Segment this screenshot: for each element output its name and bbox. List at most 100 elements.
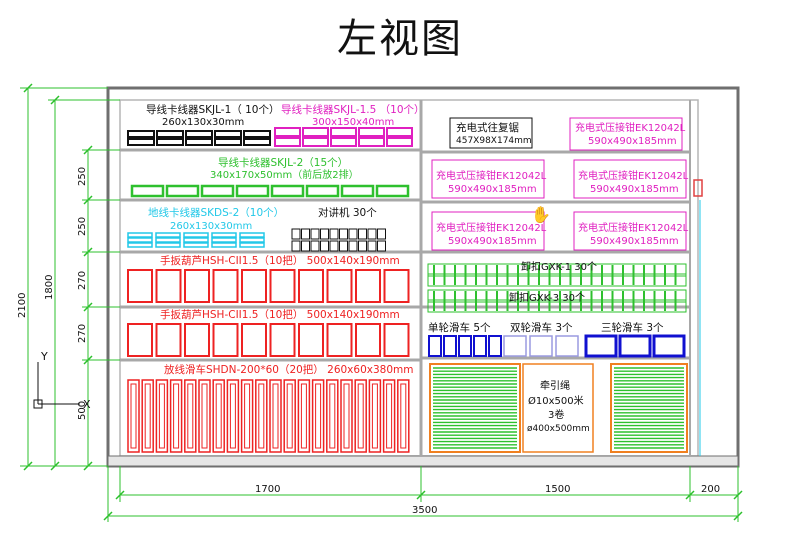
skjl1-size: 260x130x30mm — [162, 117, 244, 128]
stringing-block-inner — [286, 383, 293, 449]
skds2-item — [155, 232, 181, 238]
dimension-lines — [20, 87, 739, 522]
hoist1-item — [383, 269, 410, 303]
hoist2-item — [326, 323, 353, 357]
skjl1-item — [185, 138, 213, 146]
hoist2-item — [383, 323, 410, 357]
axis-y-label: Y — [40, 350, 48, 363]
single-pulley-item — [473, 335, 487, 357]
stringing-block-inner — [201, 383, 208, 449]
skjl2-item — [235, 184, 270, 198]
skjl2-item — [375, 184, 410, 198]
skjl15-items — [274, 127, 413, 147]
stringing-block-inner — [229, 383, 236, 449]
svg-text:充电式压接钳EK12042L: 充电式压接钳EK12042L — [436, 221, 547, 234]
skjl1-item — [156, 130, 184, 138]
stringing-block-item — [127, 379, 140, 453]
skds2-item — [239, 242, 265, 248]
skds2-item — [183, 232, 209, 238]
hoist2-label: 手扳葫芦HSH-CII1.5（10把） 500x140x190mm — [160, 308, 400, 321]
skjl15-item — [330, 137, 357, 147]
svg-text:充电式压接钳EK12042L: 充电式压接钳EK12042L — [436, 169, 547, 182]
hoist1-item — [155, 269, 182, 303]
stringing-block-item — [283, 379, 296, 453]
double-pulley-item — [555, 335, 579, 357]
rope-drum — [429, 363, 521, 453]
stringing-block-inner — [329, 383, 336, 449]
skds2-item — [239, 237, 265, 243]
svg-text:充电式压接钳EK12042L: 充电式压接钳EK12042L — [578, 169, 689, 182]
hand-cursor-icon: ✋ — [531, 205, 551, 224]
svg-text:3500: 3500 — [412, 505, 437, 516]
stringing-block-inner — [343, 383, 350, 449]
saw-box — [449, 117, 533, 149]
svg-text:270: 270 — [77, 271, 88, 290]
radio-item — [367, 240, 377, 252]
stringing-block-item — [340, 379, 353, 453]
rope-dim: ø400x500mm — [527, 424, 590, 434]
stringing-block-inner — [386, 383, 393, 449]
single-pulley-item — [488, 335, 502, 357]
skjl2-items — [130, 184, 410, 198]
svg-text:590x490x185mm: 590x490x185mm — [448, 184, 537, 195]
svg-text:590x490x185mm: 590x490x185mm — [590, 184, 679, 195]
stringing-block-item — [212, 379, 225, 453]
shackle-row — [427, 273, 687, 287]
hoist2-item — [269, 323, 296, 357]
radio-item — [310, 228, 320, 240]
svg-text:590x490x185mm: 590x490x185mm — [590, 236, 679, 247]
hoist2-item — [127, 323, 153, 357]
triple-pulley-item — [618, 334, 652, 358]
skds2-label: 地线卡线器SKDS-2（10个） — [148, 206, 284, 219]
stringing-block-inner — [244, 383, 251, 449]
stringing-block-item — [382, 379, 396, 453]
radio-item — [348, 240, 358, 252]
radio-item — [377, 228, 386, 240]
skjl2-item — [165, 184, 200, 198]
hoist1-item — [355, 269, 381, 303]
crimper-box-4: 充电式压接钳EK12042L 590x490x185mm — [431, 211, 547, 251]
skjl1-item — [156, 138, 184, 146]
stringing-block-inner — [258, 383, 265, 449]
saw-size: 457X98X174mm — [456, 136, 532, 146]
hoist2-item — [241, 323, 267, 357]
stringing-block-inner — [158, 383, 165, 449]
double-pulley-item — [503, 335, 527, 357]
stringing-block-item — [155, 379, 169, 453]
stringing-block-item — [269, 379, 282, 453]
hoist1-item — [127, 269, 153, 303]
svg-text:590x490x185mm: 590x490x185mm — [448, 236, 537, 247]
hoist1-item — [184, 269, 210, 303]
hoist1-items — [127, 269, 410, 303]
skds2-item — [183, 237, 209, 243]
svg-text:500: 500 — [77, 401, 88, 420]
skjl1-item — [185, 130, 213, 138]
stringing-block-item — [240, 379, 254, 453]
double-pulley-label: 双轮滑车 3个 — [510, 321, 573, 334]
svg-text:270: 270 — [77, 324, 88, 343]
svg-text:250: 250 — [77, 217, 88, 236]
pulley-items — [428, 334, 686, 358]
skjl2-label: 导线卡线器SKJL-2（15个） — [218, 156, 348, 169]
skjl1-item — [214, 138, 242, 146]
rope-drum — [610, 363, 688, 453]
stringing-block-inner — [215, 383, 222, 449]
stringing-block-inner — [400, 383, 407, 449]
skjl1-item — [243, 130, 271, 138]
radio-item — [291, 228, 301, 240]
skjl2-item — [305, 184, 340, 198]
skjl15-label: 导线卡线器SKJL-1.5 （10个） — [281, 103, 425, 116]
radio-item — [291, 240, 301, 252]
stringing-block-item — [141, 379, 154, 453]
shackle-items — [427, 263, 687, 313]
stringing-block-item — [169, 379, 183, 453]
stringing-block-item — [297, 379, 311, 453]
rope-drums — [429, 363, 688, 453]
radio-item — [358, 240, 367, 252]
rope-label: 牵引绳 — [540, 379, 570, 392]
radio-item — [367, 228, 377, 240]
radio-item — [329, 240, 339, 252]
skjl15-item — [302, 127, 329, 137]
stringing-block-item — [326, 379, 339, 453]
